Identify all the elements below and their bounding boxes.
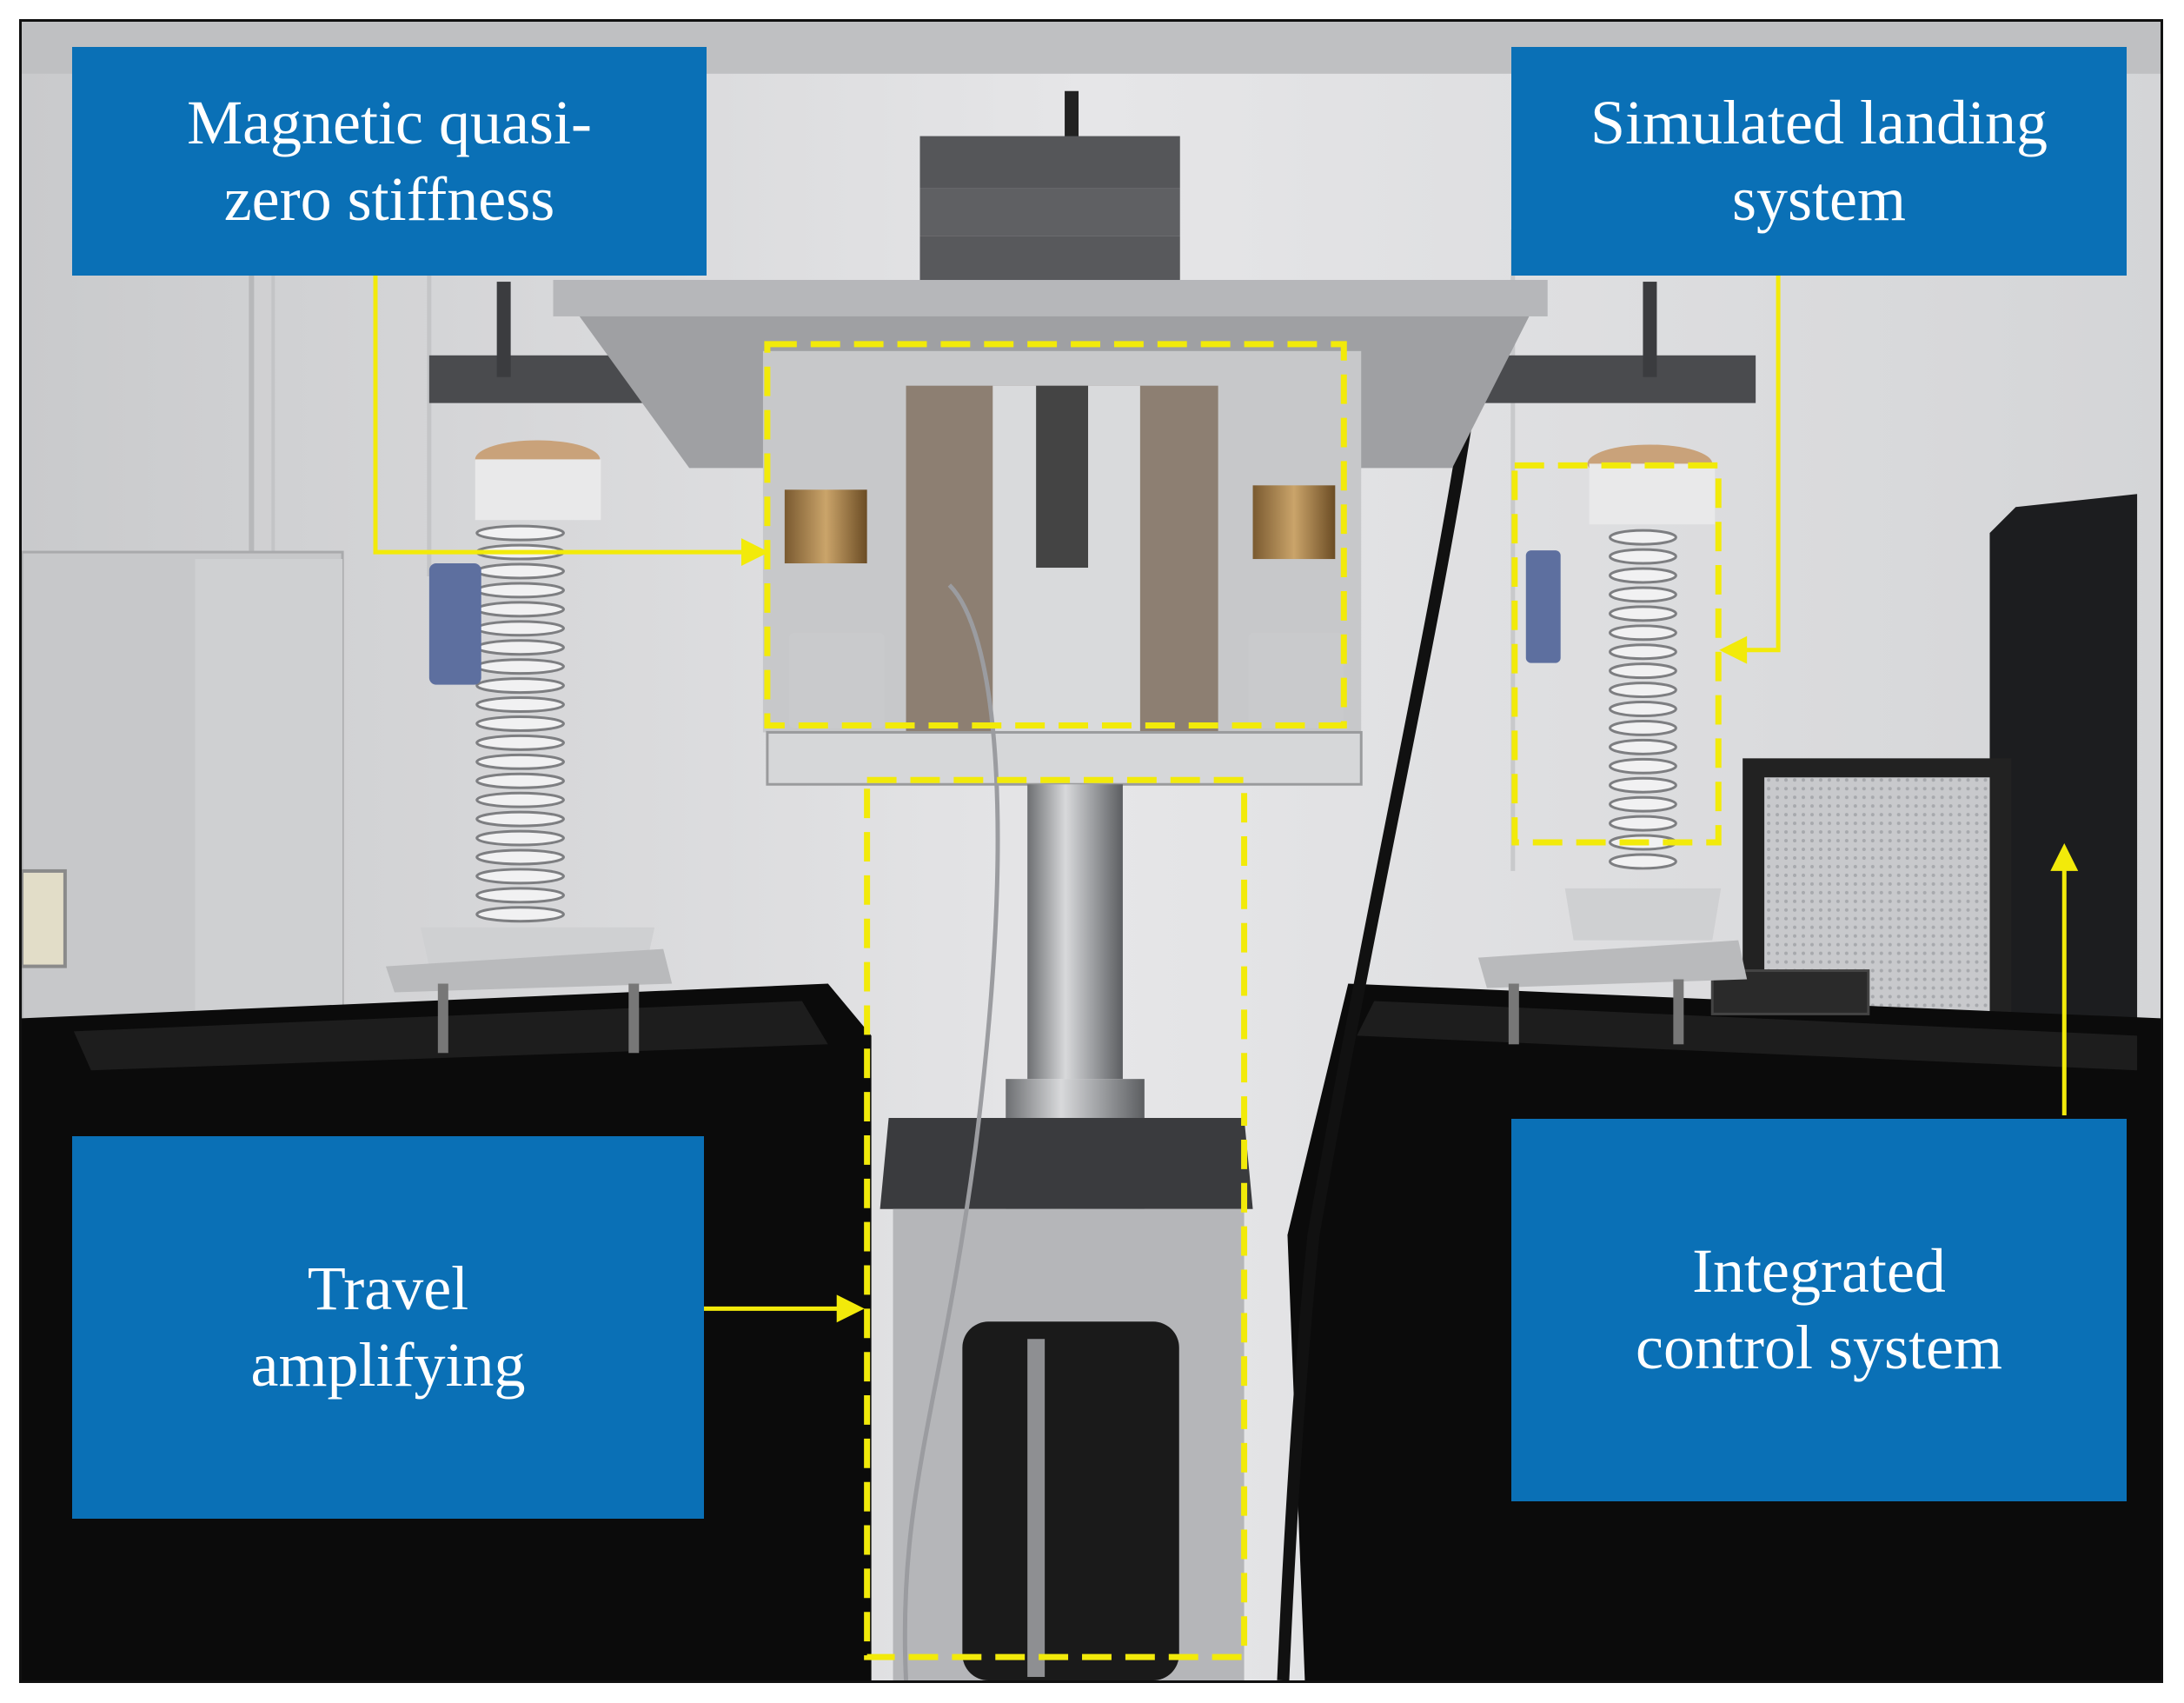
spring-coil	[1609, 815, 1677, 832]
label-simulated-landing: Simulated landing system	[1511, 47, 2127, 276]
spring-coil	[1609, 662, 1677, 680]
spring-coil	[1609, 719, 1677, 736]
spring-coil	[1609, 776, 1677, 794]
spring-coil	[475, 677, 565, 695]
spring-coil	[475, 791, 565, 808]
spring-coil	[475, 772, 565, 789]
spring-coil	[475, 829, 565, 847]
spring-coil	[1609, 643, 1677, 661]
spring-coil	[475, 715, 565, 732]
spring-coil	[1609, 529, 1677, 546]
spring-coil	[1609, 853, 1677, 870]
spring-coil	[475, 906, 565, 923]
spring-coil	[475, 868, 565, 885]
spring-coil	[475, 601, 565, 618]
spring-coil	[475, 810, 565, 828]
right-black-panel	[1989, 494, 2138, 1114]
spring-coil	[1609, 624, 1677, 642]
spring-coil	[1609, 548, 1677, 565]
spring-coil	[1609, 682, 1677, 699]
spring-coil	[475, 582, 565, 599]
label-travel-amplifying: Travel amplifying	[72, 1136, 704, 1519]
label-integrated-control: Integrated control system	[1511, 1119, 2127, 1501]
spring-coil	[475, 524, 565, 542]
spring-coil	[1609, 795, 1677, 813]
spring-coil	[1609, 605, 1677, 622]
spring-coil	[475, 734, 565, 751]
spring-coil	[1609, 834, 1677, 851]
cable	[1277, 410, 1474, 1680]
spring-coil	[475, 562, 565, 580]
spring-coil	[1609, 586, 1677, 603]
spring-coil	[1609, 738, 1677, 755]
label-magnetic-qzs: Magnetic quasi- zero stiffness	[72, 47, 707, 276]
spring-coil	[475, 658, 565, 675]
spring-coil	[475, 887, 565, 904]
spring-coil	[475, 620, 565, 637]
wall-display	[22, 868, 67, 968]
controller-box	[1710, 969, 1870, 1015]
spring-coil	[475, 639, 565, 656]
spring-coil	[475, 848, 565, 866]
spring-coil	[475, 753, 565, 770]
spring-coil	[475, 543, 565, 561]
spring-coil	[1609, 701, 1677, 717]
spring-coil	[475, 696, 565, 713]
spring-coil	[1609, 567, 1677, 584]
spring-coil	[1609, 757, 1677, 775]
photo-frame: Magnetic quasi- zero stiffness Simulated…	[19, 19, 2163, 1683]
